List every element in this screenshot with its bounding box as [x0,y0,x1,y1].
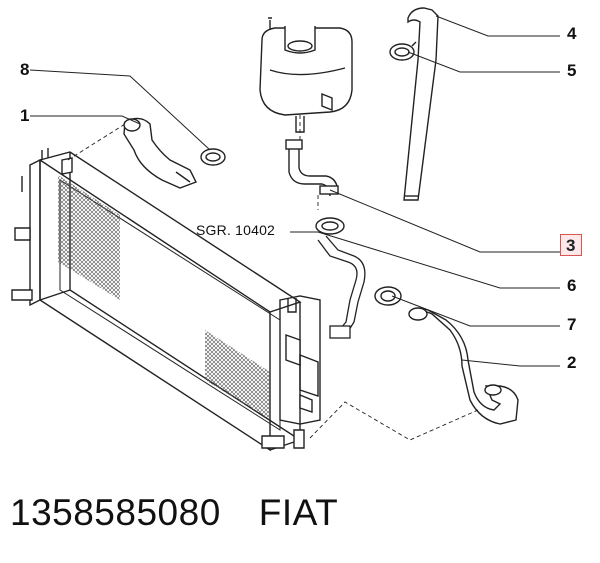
brand-name: FIAT [258,492,339,533]
clamp-part-8 [200,148,226,166]
clamp-part-6 [315,217,345,235]
callout-label-8: 8 [20,60,30,79]
callout-label-6: 6 [567,276,577,295]
assembly-lines [67,115,479,441]
exploded-parts-diagram [11,7,560,452]
clamp-part-5 [389,41,417,61]
hose-part-4 [403,7,439,201]
part-number: 1358585080 [10,492,221,533]
callout-label-4: 4 [567,24,577,43]
hose-part-1 [123,117,197,189]
hose-part-2 [408,307,519,425]
expansion-tank [259,17,353,133]
hose-part-3 [285,139,339,197]
bleed-pipe [317,235,366,339]
part-caption: 1358585080 FIAT [10,492,338,534]
radiator [11,148,321,452]
callout-label-3: 3 [566,236,576,255]
reference-note: SGR. 10402 [196,222,276,238]
leader-lines [29,15,560,367]
clamp-part-7 [374,286,402,306]
callout-label-1: 1 [20,106,30,125]
callout-label-5: 5 [567,61,577,80]
highlighted-callout-box [560,234,582,256]
callout-label-7: 7 [567,315,577,334]
callout-label-2: 2 [567,353,577,372]
